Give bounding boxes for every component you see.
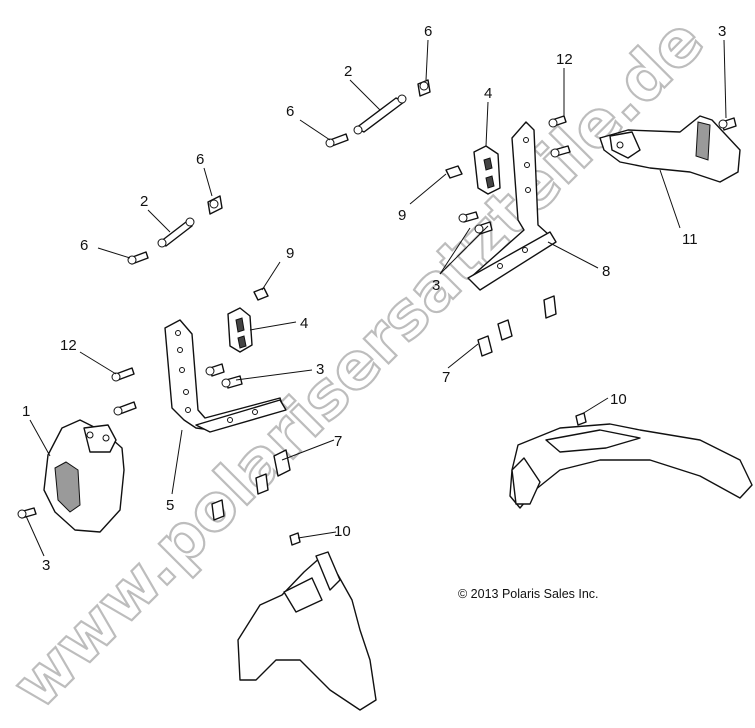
callout-8: 8 xyxy=(602,263,610,280)
callout-6: 6 xyxy=(196,151,204,168)
callout-9: 9 xyxy=(286,245,294,262)
part-8-bracket xyxy=(467,121,557,291)
callout-10: 10 xyxy=(334,523,351,540)
part-11-guard xyxy=(599,115,741,183)
copyright-text: © 2013 Polaris Sales Inc. xyxy=(458,587,599,601)
callout-6: 6 xyxy=(424,23,432,40)
callout-7: 7 xyxy=(334,433,342,450)
callout-3: 3 xyxy=(42,557,50,574)
callout-labels: 1 2 2 3 3 3 3 4 4 5 6 6 6 6 7 7 8 9 9 10… xyxy=(22,23,726,574)
hardware-bolts xyxy=(17,79,737,546)
callout-3: 3 xyxy=(718,23,726,40)
part-4-clamp-left xyxy=(227,307,253,353)
part-1-guard xyxy=(43,419,125,533)
callout-5: 5 xyxy=(166,497,174,514)
fender-left xyxy=(237,551,377,711)
callout-1: 1 xyxy=(22,403,30,420)
part-9-nut-left xyxy=(253,287,269,301)
callout-4: 4 xyxy=(300,315,308,332)
callout-11: 11 xyxy=(682,231,698,248)
callout-4: 4 xyxy=(484,85,492,102)
fender-right xyxy=(509,423,753,509)
callout-2: 2 xyxy=(344,63,352,80)
callout-3: 3 xyxy=(316,361,324,378)
callout-12: 12 xyxy=(60,337,77,354)
leader-lines xyxy=(25,39,727,557)
callout-12: 12 xyxy=(556,51,573,68)
callout-6: 6 xyxy=(80,237,88,254)
watermark-text: www.polarisersatzteile.de xyxy=(0,4,718,723)
part-4-clamp-right xyxy=(473,145,501,195)
callout-2: 2 xyxy=(140,193,148,210)
callout-7: 7 xyxy=(442,369,450,386)
callout-3: 3 xyxy=(432,277,440,294)
callout-6: 6 xyxy=(286,103,294,120)
part-5-bracket xyxy=(164,319,287,433)
callout-9: 9 xyxy=(398,207,406,224)
callout-10: 10 xyxy=(610,391,627,408)
